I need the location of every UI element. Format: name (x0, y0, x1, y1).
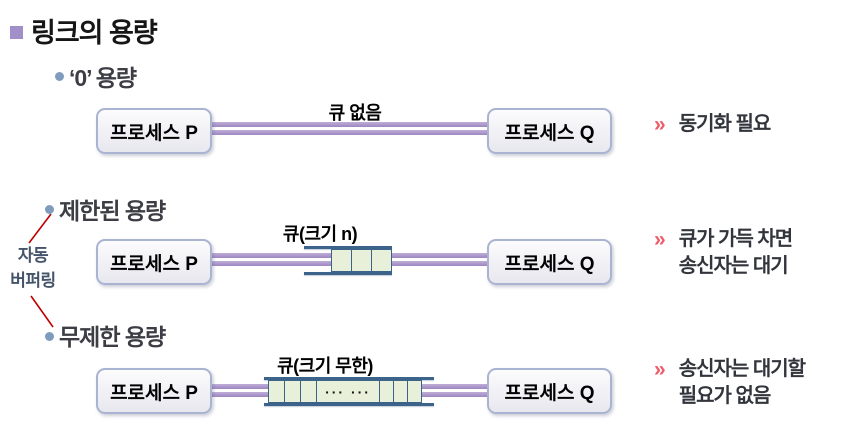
process-q-box: 프로세스 Q (487, 108, 612, 154)
queue-cell-ellipsis: ··· ··· (316, 380, 380, 403)
note-text-line1: 송신자는 대기할 (678, 358, 806, 380)
process-q-box: 프로세스 Q (487, 368, 612, 414)
process-p-label: 프로세스 P (110, 382, 198, 404)
heading-zero-capacity: ‘0’ 용량 (69, 65, 137, 91)
process-p-box: 프로세스 P (96, 368, 212, 414)
process-q-label: 프로세스 Q (504, 253, 595, 275)
bullet-icon-bounded-capacity (45, 205, 54, 214)
queue-cell (284, 380, 301, 403)
queue-cell (300, 380, 317, 403)
queue-cell (407, 380, 422, 403)
process-p-box: 프로세스 P (96, 239, 212, 285)
queue-cell (379, 380, 394, 403)
queue-rail-bottom (264, 403, 434, 406)
link-line (212, 122, 487, 135)
side-label-auto-buffering: 자동 버퍼링 (0, 243, 66, 293)
unbounded-queue: ··· ··· (264, 377, 434, 406)
queue-cell (331, 249, 352, 272)
process-q-label: 프로세스 Q (504, 122, 595, 144)
link-label-queue-infinite: 큐(크기 무한) (277, 356, 373, 376)
note-unbounded-capacity: » 송신자는 대기할 필요가 없음 (654, 356, 806, 410)
queue-cells: ··· ··· (268, 380, 422, 403)
bullet-icon-zero-capacity (55, 72, 64, 81)
queue-rail-top (304, 246, 392, 249)
process-p-label: 프로세스 P (110, 122, 198, 144)
connector-line-bottom (30, 295, 54, 328)
bullet-icon-unbounded-capacity (45, 332, 54, 341)
chevron-marker-icon: » (654, 113, 666, 136)
link-line-bar (212, 130, 487, 135)
note-text-line2: 송신자는 대기 (678, 255, 789, 277)
process-p-label: 프로세스 P (110, 253, 198, 275)
note-text-line2: 필요가 없음 (678, 385, 772, 407)
note-text-line1: 큐가 가득 차면 (678, 228, 794, 250)
side-label-line1: 자동 (17, 246, 49, 265)
queue-cell (268, 380, 285, 403)
process-q-label: 프로세스 Q (504, 382, 595, 404)
heading-unbounded-capacity: 무제한 용량 (59, 324, 166, 350)
queue-cell (371, 249, 392, 272)
chevron-marker-icon: » (654, 358, 666, 381)
page-title: 링크의 용량 (31, 18, 158, 48)
title-bullet-icon (10, 26, 23, 39)
process-p-box: 프로세스 P (96, 108, 212, 154)
link-label-no-queue: 큐 없음 (328, 103, 382, 123)
link-line-bar (212, 122, 487, 127)
link-label-queue-size-n: 큐(크기 n) (282, 224, 358, 244)
chevron-marker-icon: » (654, 228, 666, 251)
bounded-queue (304, 246, 392, 275)
queue-cells (331, 249, 392, 272)
side-label-line2: 버퍼링 (10, 271, 56, 290)
queue-cell (351, 249, 372, 272)
note-bounded-capacity: » 큐가 가득 차면 송신자는 대기 (654, 226, 794, 280)
queue-rail-bottom (304, 272, 392, 275)
note-zero-capacity: » 동기화 필요 (654, 111, 772, 138)
note-text: 동기화 필요 (678, 113, 772, 135)
process-q-box: 프로세스 Q (487, 239, 612, 285)
queue-rail-top (264, 377, 434, 380)
heading-bounded-capacity: 제한된 용량 (59, 198, 166, 224)
connector-line-top (28, 213, 52, 244)
queue-cell (393, 380, 408, 403)
